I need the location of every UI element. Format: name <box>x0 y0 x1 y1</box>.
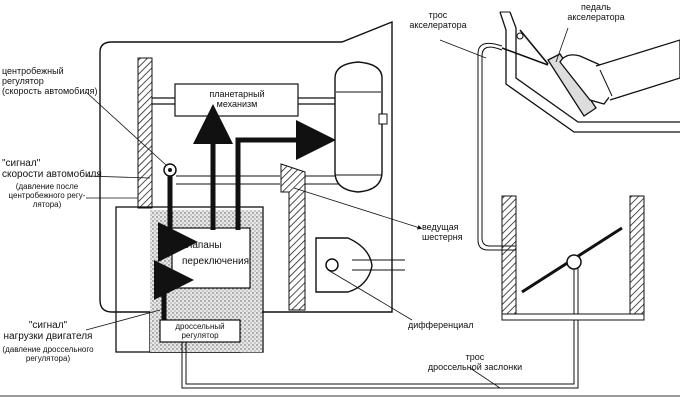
throttle-regulator-box <box>159 319 241 343</box>
label-line: планетарный <box>209 89 265 99</box>
label-line: (давление после <box>15 182 79 191</box>
label-line: дроссельный <box>175 322 225 331</box>
engine-load-signal-note: (давление дроссельного регулятора) <box>0 345 96 363</box>
throttle-cable <box>181 262 579 389</box>
throttle-valve-pivot <box>566 254 582 270</box>
label-line: скорости автомобиля <box>2 169 102 180</box>
planetary-mechanism-label: планетарный механизм <box>190 89 284 109</box>
centrifugal-regulator-bar <box>137 57 153 209</box>
throttle-body-left-wall <box>501 195 517 319</box>
label-line: нагрузки двигателя <box>3 331 93 342</box>
converter-feed-arrow <box>235 120 336 230</box>
label-line: регулятор <box>2 76 44 86</box>
accelerator-pedal-label: педаль акселератора <box>556 2 636 22</box>
shift-valves-label: клапаны переключения <box>182 238 249 270</box>
label-line: дроссельной заслонки <box>427 362 523 372</box>
throttle-body-right-wall <box>629 195 645 319</box>
throttle-cable-label: трос дроссельной заслонки <box>400 352 550 372</box>
label-line: механизм <box>216 99 258 109</box>
accelerator-cable <box>477 42 516 251</box>
label-line: (давление дроссельного <box>2 345 94 354</box>
label-line: регулятора) <box>25 354 71 363</box>
accelerator-cable-label: трос акселератора <box>398 10 478 30</box>
vehicle-speed-signal-label: "сигнал" скорости автомобиля <box>2 158 102 180</box>
speed-signal-arrow <box>158 176 198 262</box>
label-line: лятора) <box>32 200 62 209</box>
drive-gear-label: ведущая шестерня <box>422 222 463 242</box>
label-line: трос <box>428 10 448 20</box>
label-line: регулятор <box>181 331 219 340</box>
label-line: центробежного регу- <box>8 191 86 200</box>
differential-label: дифференциал <box>408 320 474 330</box>
label-line: шестерня <box>422 232 463 242</box>
label-line: педаль <box>581 2 611 12</box>
label-line: центробежный <box>2 66 64 76</box>
label-line: переключения <box>182 256 249 267</box>
engine-load-signal-label: "сигнал" нагрузки двигателя <box>0 320 96 342</box>
vehicle-speed-signal-note: (давление после центробежного регу- лято… <box>2 182 92 209</box>
drive-gear <box>280 163 306 311</box>
torque-converter-drum <box>334 61 383 193</box>
centrifugal-regulator-label: центробежный регулятор (скорость автомоб… <box>2 66 97 96</box>
label-line: "сигнал" <box>2 158 41 169</box>
engine-signal-arrow <box>154 260 194 320</box>
label-line: дифференциал <box>408 320 474 330</box>
label-line: акселератора <box>409 20 467 30</box>
label-line: "сигнал" <box>28 320 68 331</box>
label-line: клапаны <box>182 240 222 251</box>
label-line: ведущая <box>422 222 459 232</box>
accelerator-pedal <box>547 53 597 117</box>
throttle-regulator-label: дроссельный регулятор <box>162 322 238 340</box>
label-line: акселератора <box>567 12 625 22</box>
differential <box>315 237 373 293</box>
car-floor <box>509 11 680 123</box>
label-line: (скорость автомобиля) <box>2 86 98 96</box>
label-line: трос <box>465 352 485 362</box>
